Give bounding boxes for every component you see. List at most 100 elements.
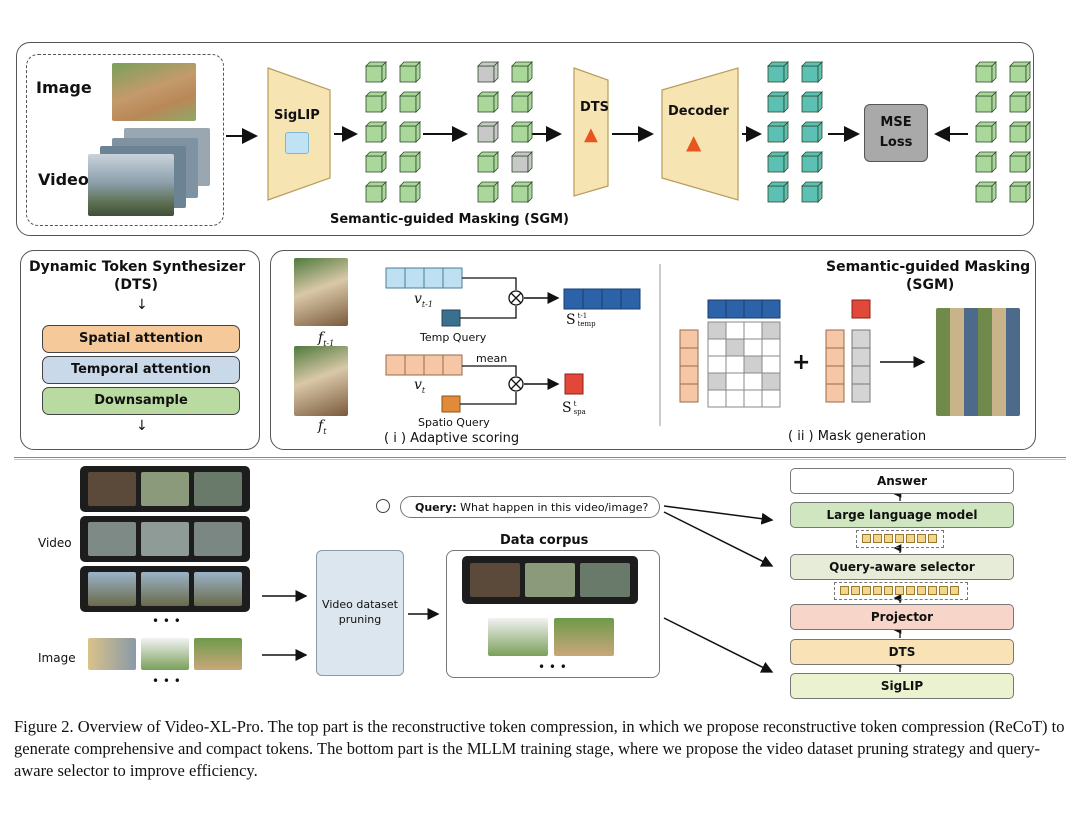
mse-loss-box: MSE Loss [864, 104, 928, 162]
token-square [939, 586, 948, 595]
image-sample-1 [88, 638, 136, 670]
masked-frame-image [936, 308, 1020, 416]
token-cube [975, 91, 997, 113]
frame-prev-image [294, 258, 348, 326]
v-prev-vector [385, 267, 463, 289]
fire-icon: ▲ [686, 130, 702, 154]
token-cube [365, 151, 387, 173]
temporal-attention-box: Temporal attention [42, 356, 240, 384]
token-cube [801, 181, 823, 203]
video-input-label: Video [38, 170, 89, 189]
pruning-label-1: Video dataset [322, 598, 398, 611]
token-cube [801, 61, 823, 83]
image-sample-3 [194, 638, 242, 670]
token-square [840, 586, 849, 595]
token-square [928, 534, 937, 543]
dts-module [573, 67, 609, 197]
token-square [884, 586, 893, 595]
bottom-arrows [262, 490, 902, 673]
token-square [917, 534, 926, 543]
token-cube [801, 151, 823, 173]
token-cube [477, 151, 499, 173]
token-cube [511, 181, 533, 203]
token-square [928, 586, 937, 595]
downsample-box: Downsample [42, 387, 240, 415]
film-frame [141, 572, 189, 606]
token-cube [477, 61, 499, 83]
dts-panel-title: Dynamic Token Synthesizer [29, 259, 246, 275]
token-square [884, 534, 893, 543]
dts-down-arrow: ↓ [136, 297, 148, 313]
token-cube [477, 181, 499, 203]
top-diagram [226, 61, 1031, 203]
query-prefix: Query: [415, 501, 457, 514]
temp-query-label: Temp Query [420, 331, 487, 344]
frozen-ice-icon [285, 132, 309, 154]
film-frame [194, 472, 242, 506]
token-cube [365, 181, 387, 203]
token-square [906, 534, 915, 543]
token-cube [767, 61, 789, 83]
mse-label: MSE [880, 115, 912, 130]
fire-icon: ▲ [584, 124, 598, 145]
film-frame [141, 522, 189, 556]
token-cube [975, 181, 997, 203]
decoder-module [661, 67, 739, 201]
film-frame [470, 563, 520, 597]
mask-matrix [707, 321, 781, 408]
corpus-image-2 [554, 618, 614, 656]
token-cube [975, 61, 997, 83]
token-cube [399, 151, 421, 173]
sgm-panel-subtitle: (SGM) [906, 277, 955, 293]
spatio-query-label: Spatio Query [418, 416, 490, 429]
token-square [906, 586, 915, 595]
token-cube [1009, 61, 1031, 83]
bottom-image-label: Image [38, 651, 76, 665]
figure-caption: Figure 2. Overview of Video-XL-Pro. The … [14, 717, 1065, 780]
film-frame [141, 472, 189, 506]
data-corpus-box [446, 550, 660, 678]
scoring-diagram [14, 264, 1066, 460]
bottom-video-label: Video [38, 536, 72, 550]
dts-panel-subtitle: (DTS) [114, 277, 159, 293]
film-frame [580, 563, 630, 597]
corpus-more-dots: • • • [538, 660, 567, 674]
baseball-image [112, 63, 196, 121]
token-square [895, 586, 904, 595]
token-cube [511, 121, 533, 143]
mask-spa-square [851, 299, 871, 319]
frame-cur-image [294, 346, 348, 416]
token-cube [801, 121, 823, 143]
selected-tokens-row [856, 530, 944, 548]
separator-line-2 [14, 457, 1066, 458]
sgm-panel-title: Semantic-guided Masking [826, 259, 1031, 275]
query-text: What happen in this video/image? [460, 501, 649, 514]
spatial-attention-box: Spatial attention [42, 325, 240, 353]
video-filmstrip-2 [80, 516, 250, 562]
video-filmstrip-1 [80, 466, 250, 512]
token-cube [767, 151, 789, 173]
s-temp-vector [563, 288, 641, 310]
token-cube [1009, 151, 1031, 173]
v-prev-label: vt-1 [414, 291, 433, 309]
user-icon [376, 499, 390, 513]
corpus-image-1 [488, 618, 548, 656]
mask-cell [679, 383, 699, 403]
pruning-box: Video dataset pruning [316, 550, 404, 676]
llm-box: Large language model [790, 502, 1014, 528]
plus-sign: + [792, 350, 811, 375]
data-corpus-title: Data corpus [500, 533, 589, 548]
token-cube [477, 91, 499, 113]
token-cube [511, 151, 533, 173]
sgm-caption: Semantic-guided Masking (SGM) [330, 212, 569, 227]
token-cube [767, 121, 789, 143]
mask-generation-caption: ( ii ) Mask generation [788, 429, 927, 444]
image-input-label: Image [36, 78, 92, 97]
decoder-label: Decoder [668, 104, 729, 119]
query-aware-selector-box: Query-aware selector [790, 554, 1014, 580]
token-cube [801, 91, 823, 113]
film-frame [194, 572, 242, 606]
token-cube [399, 181, 421, 203]
video-more-dots: • • • [152, 614, 181, 628]
